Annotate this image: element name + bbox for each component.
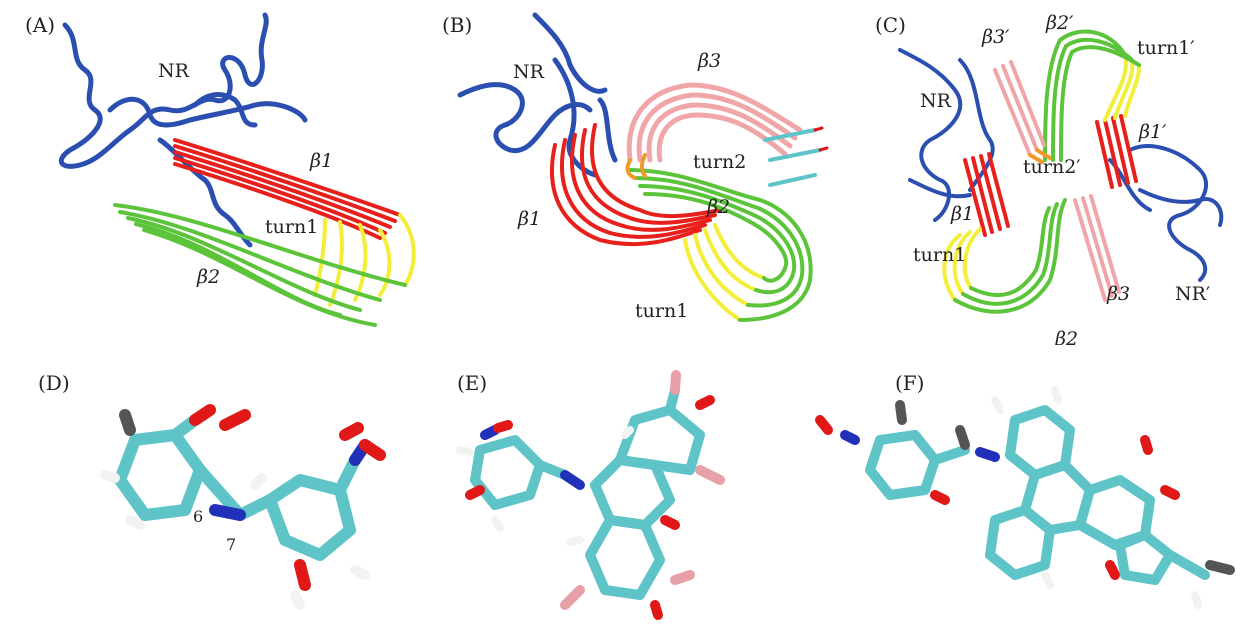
nr-coil (898, 48, 995, 222)
panel-label: (A) (25, 13, 55, 37)
annotation-beta1: β1 (950, 203, 974, 225)
annotation-beta2: β2 (1054, 328, 1078, 345)
annotation-turn1: turn1 (635, 300, 688, 322)
beta3-strands (1073, 194, 1121, 302)
oxygen-atoms (189, 404, 386, 591)
dark-atoms (119, 409, 136, 436)
beta2-prime-strands (1043, 29, 1141, 162)
annotation-turn1-prime: turn1′ (1137, 37, 1195, 59)
panel-b: (B) (442, 12, 829, 322)
annotation-turn1: turn1 (913, 244, 966, 266)
beta1-prime-strands (1095, 114, 1138, 189)
turn2 (625, 153, 647, 180)
annotation-beta1: β1 (309, 150, 333, 172)
annotation-nr: NR (158, 60, 190, 82)
panel-d: (D) (38, 371, 386, 610)
beta1-strands (963, 152, 1010, 237)
panel-f: (F) (815, 371, 1235, 609)
panel-a: (A) (25, 12, 416, 327)
annotation-beta3-prime: β3′ (981, 26, 1010, 48)
turn1-loops (683, 223, 766, 322)
nitrogen-atoms (480, 425, 585, 490)
annotation-beta3: β3 (697, 50, 721, 72)
beta1-strands (173, 138, 402, 240)
atom-label-7: 7 (226, 535, 236, 554)
annotation-turn1: turn1 (265, 216, 318, 238)
dark-atoms (895, 400, 1235, 575)
panel-label: (B) (442, 13, 472, 37)
annotation-turn2: turn2 (693, 151, 746, 173)
oxygen-atoms (465, 395, 715, 620)
annotation-beta1: β1 (517, 208, 541, 230)
panel-label: (E) (457, 371, 487, 395)
beta1-strands (550, 123, 722, 247)
oxygen-atoms (815, 415, 1180, 580)
annotation-nr: NR (920, 90, 952, 112)
panel-c: (C) (875, 12, 1224, 345)
beta2-strands (113, 203, 407, 327)
hydrogen-atoms (100, 470, 370, 610)
nr-prime-coil (1108, 144, 1224, 282)
annotation-beta3: β3 (1106, 283, 1130, 305)
annotation-nr: NR (513, 61, 545, 83)
beta2-strands (628, 168, 813, 322)
molecule-bonds (865, 405, 1210, 585)
annotation-beta2-prime: β2′ (1045, 12, 1074, 34)
hydrogen-atoms (991, 386, 1202, 609)
molecule-bonds (114, 414, 361, 561)
annotation-nr-prime: NR′ (1175, 283, 1210, 305)
nitrogen-atoms (840, 430, 1000, 462)
panel-label: (F) (895, 371, 924, 395)
panel-label: (C) (875, 13, 906, 37)
beta3-strands (626, 82, 803, 163)
annotation-beta1-prime: β1′ (1138, 121, 1167, 143)
annotation-turn2-prime: turn2′ (1023, 156, 1081, 178)
turn1-prime-loops (1103, 53, 1142, 122)
turn1-loops (942, 227, 982, 302)
annotation-beta2: β2 (196, 266, 220, 288)
beta3-prime-strands (993, 60, 1046, 157)
beta2-strands (953, 198, 1067, 314)
panel-label: (D) (38, 371, 70, 395)
atom-label-6: 6 (193, 507, 203, 526)
ligand-oxygens (813, 126, 829, 152)
turn2-prime (1028, 148, 1052, 164)
hydrogen-atoms (456, 426, 634, 546)
nr-coil (58, 12, 308, 248)
panel-e: (E) (456, 370, 725, 620)
turn1-loops (313, 213, 416, 307)
halogen-atoms (560, 370, 725, 610)
annotation-beta2: β2 (706, 196, 730, 218)
ligand-sticks (763, 128, 822, 187)
